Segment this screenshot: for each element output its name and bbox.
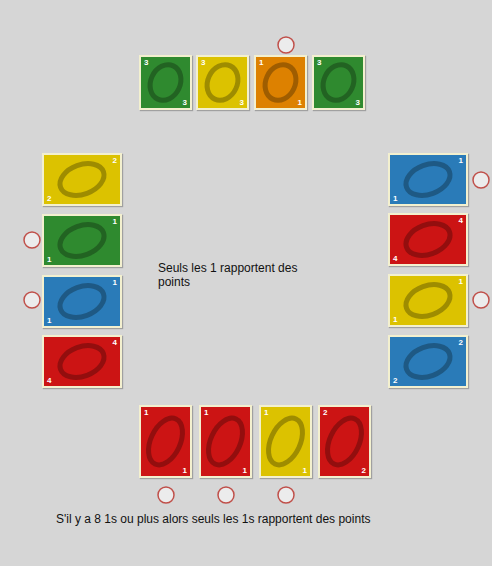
playing-card: 22 [318, 405, 371, 478]
card-value: 1 [459, 156, 463, 165]
card-value: 1 [393, 315, 397, 324]
card-value: 1 [204, 408, 208, 417]
card-value: 3 [201, 58, 205, 67]
playing-card: 11 [139, 405, 192, 478]
card-value: 3 [144, 58, 148, 67]
card-value: 2 [323, 408, 327, 417]
marker-circle [473, 172, 489, 188]
card-value: 3 [356, 98, 360, 107]
card-value: 1 [183, 466, 187, 475]
marker-circle [473, 292, 489, 308]
card-value: 1 [47, 316, 51, 325]
card-emblem [141, 407, 190, 476]
card-emblem [390, 155, 466, 204]
card-emblem [201, 407, 250, 476]
playing-card: 11 [199, 405, 252, 478]
card-value: 3 [183, 98, 187, 107]
rule-note: S'il y a 8 1s ou plus alors seuls les 1s… [56, 512, 456, 526]
card-value: 1 [459, 277, 463, 286]
playing-card: 11 [388, 153, 468, 206]
card-emblem [390, 215, 466, 264]
card-emblem [44, 155, 120, 204]
card-value: 1 [113, 217, 117, 226]
card-emblem [44, 277, 120, 326]
card-value: 1 [47, 255, 51, 264]
marker-circle [278, 487, 294, 503]
card-value: 1 [303, 466, 307, 475]
card-emblem [261, 407, 310, 476]
card-value: 1 [259, 58, 263, 67]
card-value: 1 [144, 408, 148, 417]
card-emblem [44, 216, 120, 265]
playing-card: 33 [196, 55, 249, 110]
card-value: 2 [113, 156, 117, 165]
card-value: 1 [113, 278, 117, 287]
playing-card: 11 [254, 55, 307, 110]
card-emblem [44, 337, 120, 386]
card-value: 2 [393, 376, 397, 385]
playing-card: 44 [388, 213, 468, 266]
card-value: 1 [298, 98, 302, 107]
playing-card: 11 [42, 275, 122, 328]
playing-card: 22 [388, 335, 468, 388]
card-emblem [320, 407, 369, 476]
card-value: 2 [459, 338, 463, 347]
card-value: 3 [317, 58, 321, 67]
playing-card: 11 [42, 214, 122, 267]
card-value: 1 [393, 194, 397, 203]
marker-circle [158, 487, 174, 503]
playing-card: 11 [259, 405, 312, 478]
card-value: 1 [264, 408, 268, 417]
marker-circle [278, 37, 294, 53]
card-value: 2 [362, 466, 366, 475]
card-emblem [390, 276, 466, 325]
playing-card: 33 [312, 55, 365, 110]
card-value: 2 [47, 194, 51, 203]
marker-circle [218, 487, 234, 503]
playing-card: 22 [42, 153, 122, 206]
card-value: 4 [459, 216, 463, 225]
rule-note: Seuls les 1 rapportent des points [158, 261, 318, 289]
card-value: 4 [393, 254, 397, 263]
card-value: 3 [240, 98, 244, 107]
card-value: 4 [47, 376, 51, 385]
marker-circle [24, 232, 40, 248]
marker-circle [24, 292, 40, 308]
card-value: 4 [113, 338, 117, 347]
playing-card: 33 [139, 55, 192, 110]
card-emblem [390, 337, 466, 386]
card-value: 1 [243, 466, 247, 475]
playing-card: 11 [388, 274, 468, 327]
playing-card: 44 [42, 335, 122, 388]
